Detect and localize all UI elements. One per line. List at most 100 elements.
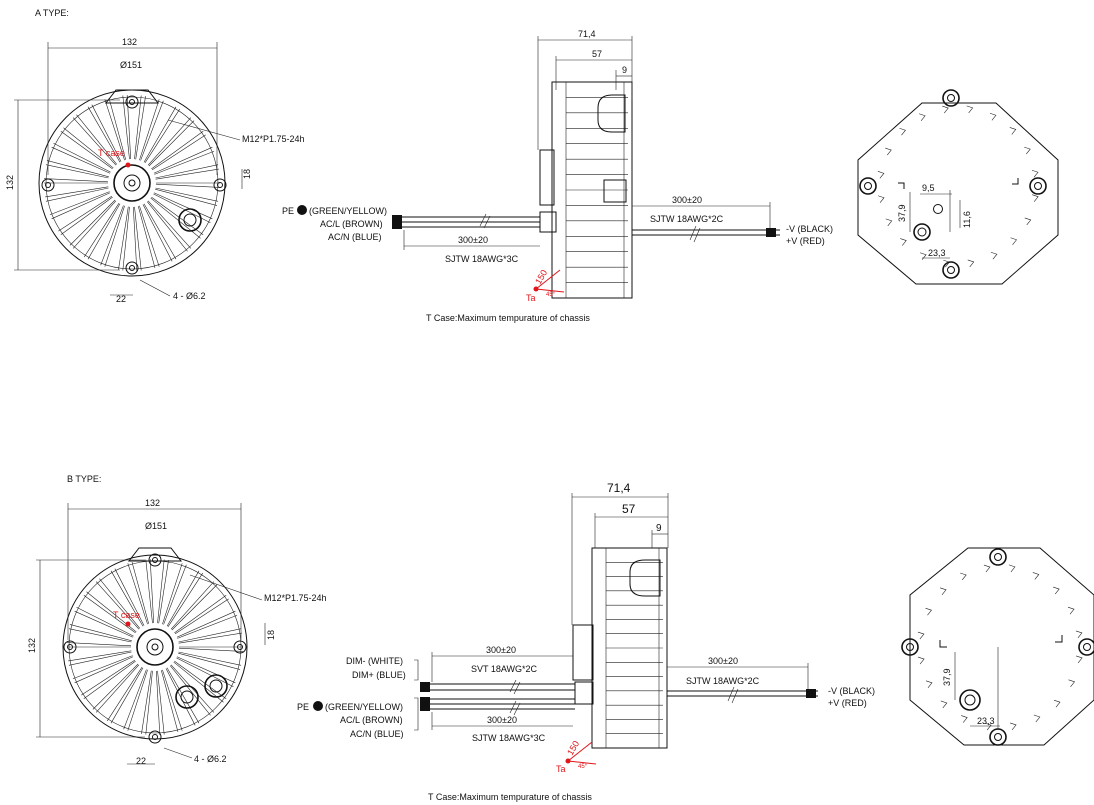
type-b-title: B TYPE: xyxy=(67,474,101,484)
back-gland xyxy=(913,223,931,241)
output-pos: +V (RED) xyxy=(828,698,867,708)
side-housing xyxy=(591,547,668,749)
side-housing xyxy=(551,81,633,299)
mount-hole-bottom xyxy=(148,730,162,744)
ta-distance: 150 xyxy=(565,739,581,757)
type-a-front-view: T case 132 Ø151 132 18 22 M12*P1.75-24h … xyxy=(5,37,305,304)
output-cable: SJTW 18AWG*2C xyxy=(686,676,760,686)
input-length: 300±20 xyxy=(458,235,488,245)
back-hole-left xyxy=(859,177,877,195)
back-marks xyxy=(877,105,1039,268)
holes-spec: 4 - Ø6.2 xyxy=(194,754,227,764)
wire-acl: AC/L (BROWN) xyxy=(340,715,403,725)
mount-hole-top xyxy=(148,553,162,567)
heatsink-fins xyxy=(67,559,243,735)
dim-height: 132 xyxy=(27,638,37,653)
thread-spec: M12*P1.75-24h xyxy=(242,134,305,144)
center-thread xyxy=(113,164,151,202)
wire-acn: AC/N (BLUE) xyxy=(350,729,404,739)
dim-9: 9 xyxy=(656,523,662,534)
type-b-back-view: 37,9 23,3 xyxy=(901,547,1094,746)
dim-57: 57 xyxy=(622,502,636,516)
back-d379: 37,9 xyxy=(897,204,907,222)
input-length: 300±20 xyxy=(487,715,517,725)
dim-22: 22 xyxy=(136,756,146,766)
dim-neg-wire: DIM- (WHITE) xyxy=(346,656,403,666)
back-hole-right xyxy=(1029,177,1047,195)
type-a-caption: T Case:Maximum tempurature of chassis xyxy=(426,313,590,323)
wire-pe: (GREEN/YELLOW) xyxy=(325,702,403,712)
side-fins xyxy=(565,82,628,298)
wire-acn: AC/N (BLUE) xyxy=(328,232,382,242)
dim-diameter: Ø151 xyxy=(145,521,167,531)
cable-gland-1 xyxy=(175,685,199,709)
dim-length: 300±20 xyxy=(486,645,516,655)
dim-9: 9 xyxy=(622,65,627,75)
wire-pe: (GREEN/YELLOW) xyxy=(309,206,387,216)
mount-hole-left xyxy=(63,640,77,654)
dim-18: 18 xyxy=(242,169,252,179)
output-cable: SJTW 18AWG*2C xyxy=(650,214,724,224)
ta-angle: 45° xyxy=(546,292,556,298)
back-hole-bottom xyxy=(989,728,1007,746)
dim-57: 57 xyxy=(592,49,602,59)
back-d233: 23,3 xyxy=(977,716,995,726)
thread-spec: M12*P1.75-24h xyxy=(264,593,327,603)
dim-22: 22 xyxy=(116,294,126,304)
tcase-point xyxy=(125,621,131,627)
back-gland xyxy=(959,689,981,711)
type-b-caption: T Case:Maximum tempurature of chassis xyxy=(428,792,592,802)
back-marks xyxy=(917,564,1083,731)
dim-71-4: 71,4 xyxy=(607,481,631,495)
tcase-label: T case xyxy=(98,148,125,158)
input-cable: SJTW 18AWG*3C xyxy=(472,733,546,743)
dim-height: 132 xyxy=(5,175,15,190)
ta-label: Ta xyxy=(556,764,566,774)
dim-18: 18 xyxy=(266,630,276,640)
output-neg: -V (BLACK) xyxy=(786,224,833,234)
type-a-side-view: 71,4 57 9 300±20 SJTW 18AWG*3C PE (GREEN… xyxy=(282,29,833,303)
holes-spec: 4 - Ø6.2 xyxy=(173,291,206,301)
back-d95: 9,5 xyxy=(922,183,935,193)
back-hole-bottom xyxy=(942,261,960,279)
back-hole-top xyxy=(989,548,1007,566)
mount-hole-bottom xyxy=(125,261,139,275)
dim-cable: SVT 18AWG*2C xyxy=(471,664,538,674)
cable-gland xyxy=(178,208,202,232)
ground-symbol xyxy=(313,701,323,711)
back-d379: 37,9 xyxy=(942,668,952,686)
mount-tab-top xyxy=(104,89,160,104)
mount-hole-right xyxy=(233,640,247,654)
output-neg: -V (BLACK) xyxy=(828,686,875,696)
type-a-back-view: 37,9 9,5 11,6 23,3 xyxy=(857,89,1059,285)
tcase-point xyxy=(125,162,131,168)
type-b-front-view: T case 132 Ø151 132 18 22 M12*P1.75-24h … xyxy=(27,498,327,766)
type-a-title: A TYPE: xyxy=(35,8,69,18)
cable-gland-2 xyxy=(204,674,228,698)
dim-pos-wire: DIM+ (BLUE) xyxy=(352,670,406,680)
input-cable: SJTW 18AWG*3C xyxy=(445,254,519,264)
back-hole-top xyxy=(942,89,960,107)
ta-distance: 150 xyxy=(533,268,549,286)
heatsink-fins xyxy=(44,95,220,271)
back-d233: 23,3 xyxy=(928,248,946,258)
mount-tab-top xyxy=(127,547,183,562)
back-outline xyxy=(857,102,1059,285)
pe-label: PE xyxy=(282,206,294,216)
back-hole-left xyxy=(901,638,919,656)
center-thread xyxy=(136,628,174,666)
ground-symbol xyxy=(297,205,307,215)
mount-hole-top xyxy=(125,95,139,109)
output-length: 300±20 xyxy=(708,656,738,666)
side-fins xyxy=(605,548,663,748)
ta-angle: 45° xyxy=(578,764,588,770)
dim-width: 132 xyxy=(122,37,137,47)
back-small-hole xyxy=(933,204,943,214)
back-hole-right xyxy=(1078,638,1094,656)
dim-width: 132 xyxy=(145,498,160,508)
output-pos: +V (RED) xyxy=(786,236,825,246)
type-b-side-view: 71,4 57 9 300±20 SVT 18AWG*2C DIM- (WHIT… xyxy=(297,481,875,774)
back-outline xyxy=(909,547,1094,746)
ta-label: Ta xyxy=(526,293,536,303)
